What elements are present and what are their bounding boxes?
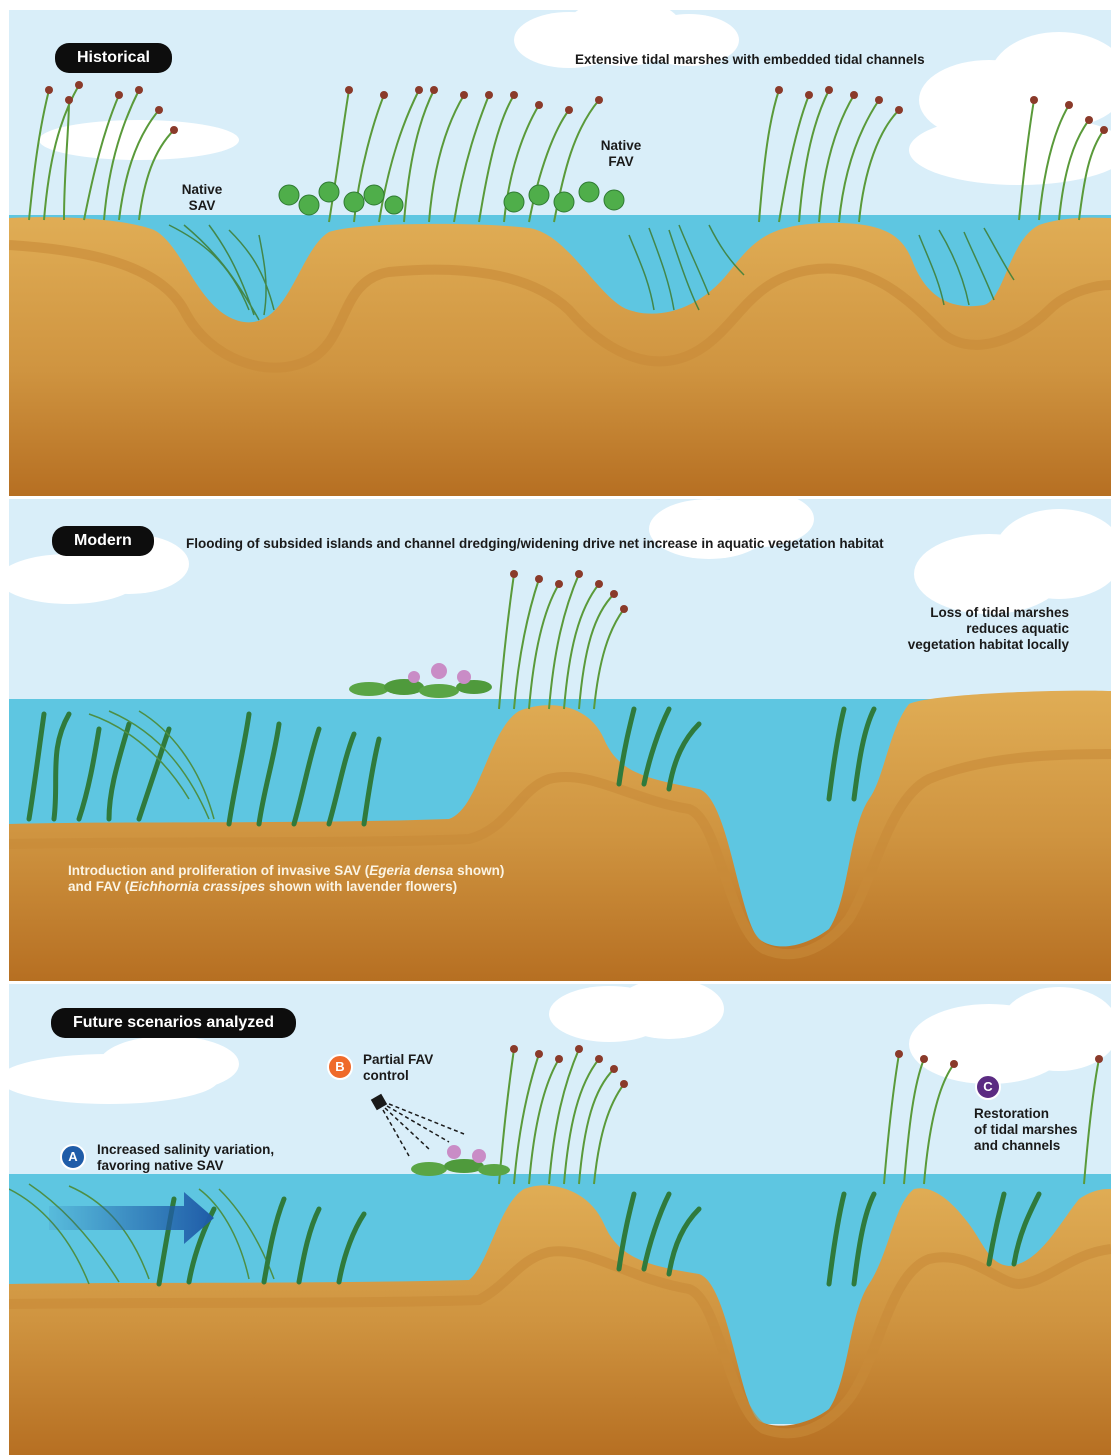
- marsh-seedheads: [510, 1045, 1103, 1088]
- native-sav-plants: [168, 224, 1015, 321]
- future-title: Future scenarios analyzed: [51, 1008, 296, 1038]
- future-panel: Future scenarios analyzed A Increased sa…: [9, 984, 1111, 1455]
- invasive-sav-plants: [156, 1191, 1042, 1287]
- invasive-sav-plants: [26, 706, 877, 827]
- marsh-seedheads: [45, 81, 1108, 134]
- modern-title: Modern: [52, 526, 154, 556]
- invasive-fav-plants: [349, 663, 492, 698]
- cloud: [9, 499, 1111, 614]
- cloud: [9, 984, 1111, 1104]
- native-fav-plants: [278, 181, 625, 216]
- marsh-seedheads: [510, 570, 628, 613]
- historical-title: Historical: [55, 43, 172, 73]
- modern-caption: Flooding of subsided islands and channel…: [186, 536, 884, 551]
- historical-illustration: [9, 10, 1111, 496]
- invasive-species-label: Introduction and proliferation of invasi…: [68, 863, 505, 894]
- tidal-marsh-grass: [498, 1048, 1100, 1185]
- native-sav-remnant: [88, 710, 215, 820]
- cloud: [39, 10, 1111, 185]
- salinity-arrow: [49, 1192, 214, 1244]
- native-sav-label: Native SAV: [181, 182, 223, 213]
- sprayer-icon: [370, 1093, 465, 1157]
- historical-panel: Historical Extensive tidal marshes with …: [9, 10, 1111, 496]
- future-illustration: [9, 984, 1111, 1455]
- loss-of-marshes-label: Loss of tidal marshes reduces aquatic ve…: [907, 605, 1069, 652]
- invasive-fav-plants: [411, 1145, 510, 1176]
- soil-bank: [9, 1185, 1111, 1455]
- native-fav-label: Native FAV: [600, 138, 642, 169]
- scenario-a-label: Increased salinity variation, favoring n…: [97, 1142, 275, 1173]
- soil-layer: [9, 1244, 1111, 1439]
- tidal-marsh-grass: [498, 573, 625, 710]
- scenario-b-label: Partial FAV control: [363, 1052, 434, 1083]
- soil-layer: [9, 749, 1111, 960]
- soil-layer: [9, 240, 1111, 373]
- soil-bank: [9, 690, 1111, 981]
- scenario-c-badge: C: [975, 1074, 1001, 1100]
- modern-illustration: [9, 499, 1111, 981]
- soil-bank: [9, 217, 1111, 496]
- scenario-c-label: Restoration of tidal marshes and channel…: [974, 1106, 1078, 1153]
- scenario-b-badge: B: [327, 1054, 353, 1080]
- modern-panel: Modern Flooding of subsided islands and …: [9, 499, 1111, 981]
- tidal-marsh-grass: [28, 84, 1105, 223]
- historical-caption: Extensive tidal marshes with embedded ti…: [575, 52, 925, 67]
- scenario-a-badge: A: [60, 1144, 86, 1170]
